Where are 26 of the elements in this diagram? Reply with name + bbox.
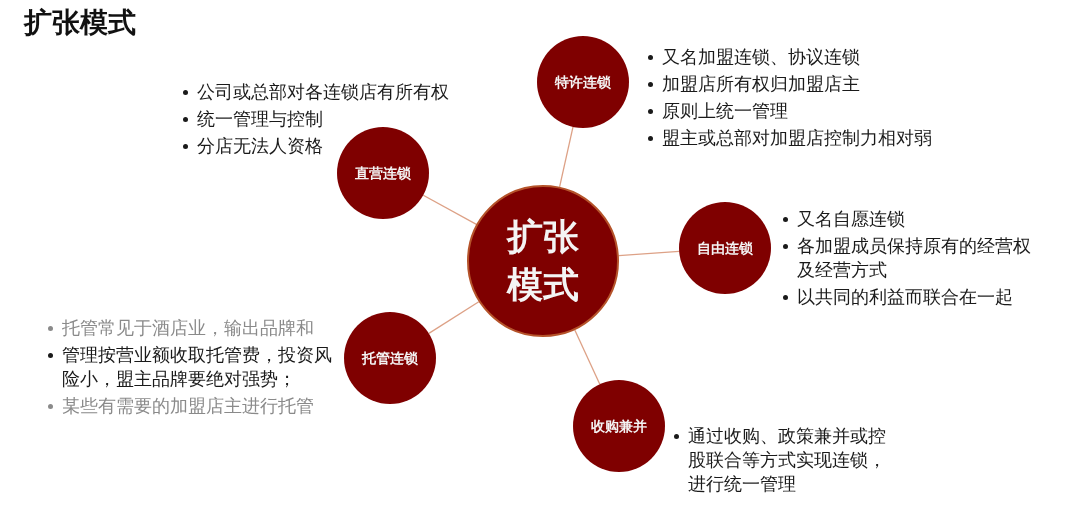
connector-line <box>558 126 574 188</box>
topic-circle: 特许连锁 <box>537 36 629 128</box>
bullet-point: 各加盟成员保持原有的经营权及经营方式 <box>782 234 1033 282</box>
bullet-point: 原则上统一管理 <box>647 99 788 123</box>
topic-circle: 收购兼并 <box>573 380 665 472</box>
bullet-point: 以共同的利益而联合在一起 <box>782 285 1013 309</box>
bullet-point: 管理按营业额收取托管费，投资风险小，盟主品牌要绝对强势； <box>47 343 335 391</box>
connector-line <box>428 301 480 335</box>
bullet-point: 分店无法人资格 <box>182 134 323 158</box>
topic-circle: 自由连锁 <box>679 202 771 294</box>
page-title: 扩张模式 <box>24 6 136 40</box>
topic-circle: 托管连锁 <box>344 312 436 404</box>
bullet-point: 又名自愿连锁 <box>782 207 905 231</box>
hub-circle: 扩张模式 <box>467 185 619 337</box>
bullet-point: 托管常见于酒店业，输出品牌和 <box>47 316 314 340</box>
connector-line <box>422 194 478 226</box>
connector-line <box>618 250 680 257</box>
bullet-point: 加盟店所有权归加盟店主 <box>647 72 860 96</box>
bullet-point: 某些有需要的加盟店主进行托管 <box>47 394 314 418</box>
bullet-point: 公司或总部对各连锁店有所有权 <box>182 80 449 104</box>
bullet-point: 统一管理与控制 <box>182 107 323 131</box>
topic-circle: 直营连锁 <box>337 127 429 219</box>
bullet-point: 又名加盟连锁、协议连锁 <box>647 45 860 69</box>
bullet-point: 盟主或总部对加盟店控制力相对弱 <box>647 126 932 150</box>
connector-line <box>574 329 601 385</box>
bullet-point: 通过收购、政策兼并或控股联合等方式实现连锁，进行统一管理 <box>673 424 888 496</box>
